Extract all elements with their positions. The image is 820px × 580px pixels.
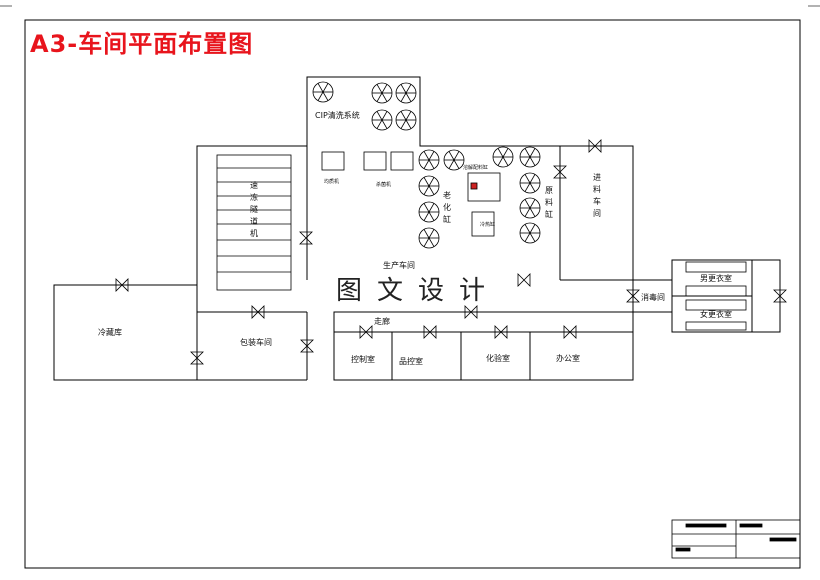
label-aging-0: 老: [443, 190, 451, 200]
door-icon: [115, 278, 129, 292]
label-women-locker: 女更衣室: [700, 309, 732, 319]
title-block: [671, 519, 801, 559]
tank-icon: [492, 146, 514, 168]
watermark-char: 图: [336, 276, 362, 306]
label-disinfection: 消毒间: [641, 292, 665, 302]
label-tunnel-1: 冻: [250, 192, 258, 202]
watermark-char: 设: [418, 276, 444, 306]
tank-group: [312, 81, 541, 249]
door-icon: [251, 305, 265, 319]
equipment-boxes: [321, 151, 747, 331]
label-mixer: 溶解配料缸: [463, 164, 488, 171]
label-raw-2: 缸: [545, 209, 553, 219]
tank-icon: [395, 82, 417, 104]
door-icon: [588, 139, 602, 153]
label-aging-1: 化: [443, 202, 451, 212]
door-icon: [563, 325, 577, 339]
tank-icon: [519, 146, 541, 168]
label-tunnel-3: 道: [250, 216, 258, 226]
watermark-char: 文: [377, 276, 403, 306]
tank-icon: [519, 222, 541, 244]
door-icon: [464, 305, 478, 319]
tank-icon: [418, 175, 440, 197]
label-men-locker: 男更衣室: [700, 273, 732, 283]
tank-icon: [519, 172, 541, 194]
label-sterilizer: 杀菌机: [376, 181, 391, 188]
door-icon: [517, 273, 531, 287]
door-icon: [626, 289, 640, 303]
label-incoming-3: 间: [593, 209, 601, 218]
label-lab: 化验室: [486, 353, 510, 363]
tank-icon: [418, 201, 440, 223]
tank-icon: [443, 149, 465, 171]
label-control: 控制室: [351, 354, 375, 364]
tank-icon: [418, 149, 440, 171]
tank-icon: [312, 81, 334, 103]
label-qc: 品控室: [399, 356, 423, 366]
label-incoming-2: 车: [593, 196, 601, 206]
tank-icon: [519, 197, 541, 219]
door-icon: [423, 325, 437, 339]
labels: CIP清洗系统 生产车间 冷藏库 包装车间 走廊 控制室 品控室 化验室 办公室…: [98, 110, 732, 366]
door-icon: [494, 325, 508, 339]
label-production: 生产车间: [383, 260, 415, 270]
drawing-title: A3-车间平面布置图: [30, 30, 254, 58]
door-group: [115, 139, 787, 365]
door-icon: [553, 165, 567, 179]
label-tunnel-0: 速: [250, 181, 258, 190]
door-icon: [773, 289, 787, 303]
label-cold-storage: 冷藏库: [98, 327, 122, 337]
sheet-border: [24, 19, 801, 569]
label-raw-0: 原: [545, 186, 553, 195]
tank-icon: [418, 227, 440, 249]
tank-icon: [395, 109, 417, 131]
label-office: 办公室: [556, 353, 580, 363]
tunnel-machine: [216, 154, 292, 291]
label-homogenizer: 均质机: [324, 178, 339, 185]
tank-icon: [371, 82, 393, 104]
door-icon: [190, 351, 204, 365]
label-packing: 包装车间: [240, 337, 272, 347]
tank-icon: [371, 109, 393, 131]
label-incoming-1: 料: [593, 184, 601, 194]
label-tunnel-2: 隧: [250, 204, 258, 214]
label-machine4: 冷热缸: [480, 221, 495, 228]
label-corridor: 走廊: [374, 316, 390, 326]
door-icon: [299, 231, 313, 245]
walls: [53, 76, 781, 381]
door-icon: [359, 325, 373, 339]
label-aging-2: 缸: [443, 214, 451, 224]
watermark-char: 计: [459, 276, 485, 306]
label-cip: CIP清洗系统: [315, 110, 360, 120]
label-tunnel-4: 机: [250, 228, 258, 238]
label-raw-1: 料: [545, 197, 553, 207]
door-icon: [300, 339, 314, 353]
label-incoming-0: 进: [593, 173, 601, 182]
